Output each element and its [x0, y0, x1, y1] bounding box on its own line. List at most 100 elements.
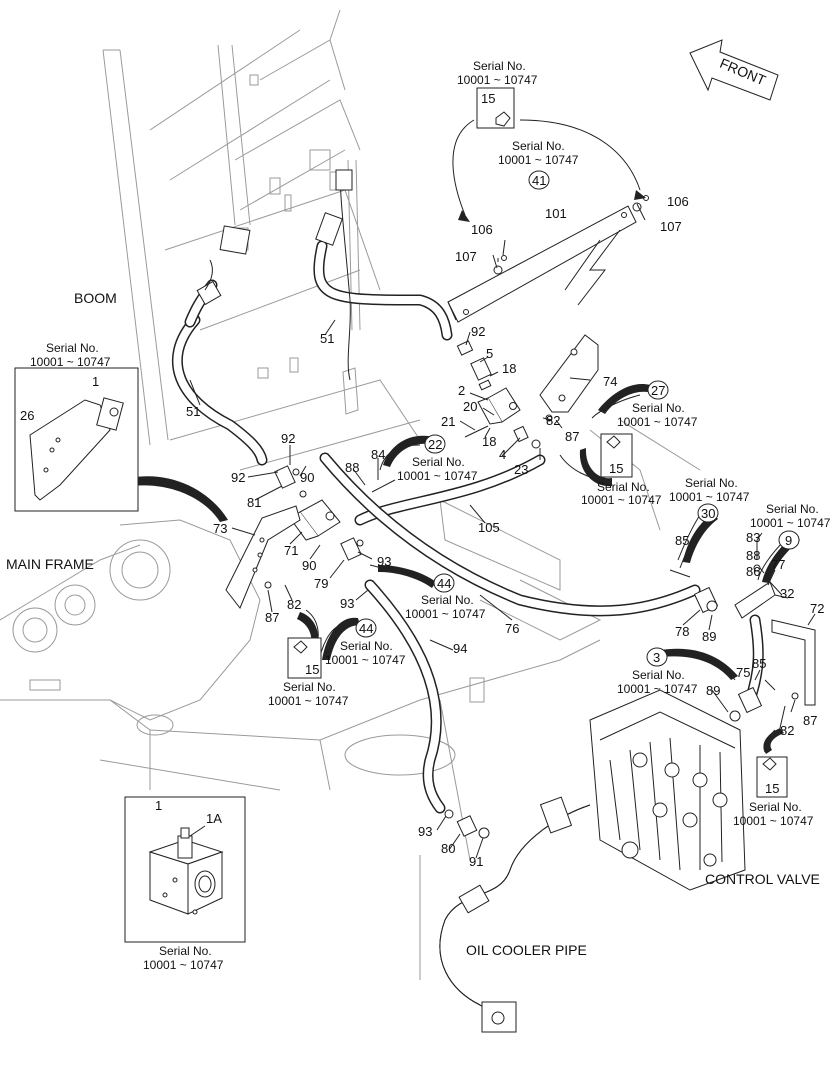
svg-text:82: 82	[287, 597, 301, 612]
svg-text:51: 51	[186, 404, 200, 419]
svg-text:107: 107	[660, 219, 682, 234]
ref-markers	[287, 87, 800, 798]
svg-text:Serial No.: Serial No.	[283, 680, 336, 694]
svg-text:82: 82	[546, 413, 560, 428]
serial-note-s7: Serial No. 10001 ~ 10747 30	[669, 476, 750, 521]
svg-text:10001 ~ 10747: 10001 ~ 10747	[268, 694, 349, 708]
svg-text:2: 2	[458, 383, 465, 398]
svg-text:Serial No.: Serial No.	[632, 401, 685, 415]
svg-text:89: 89	[706, 683, 720, 698]
svg-text:73: 73	[213, 521, 227, 536]
svg-text:87: 87	[565, 429, 579, 444]
svg-text:10001 ~ 10747: 10001 ~ 10747	[733, 814, 814, 828]
svg-text:10001 ~ 10747: 10001 ~ 10747	[669, 490, 750, 504]
svg-text:105: 105	[478, 520, 500, 535]
serial-note-s14: 1 Serial No. 10001 ~ 10747	[143, 798, 224, 972]
svg-text:41: 41	[532, 173, 546, 188]
svg-text:30: 30	[701, 506, 715, 521]
svg-text:87: 87	[265, 610, 279, 625]
svg-text:101: 101	[545, 206, 567, 221]
svg-text:72: 72	[810, 601, 824, 616]
svg-text:32: 32	[780, 586, 794, 601]
bracket-77	[734, 581, 816, 706]
svg-text:92: 92	[231, 470, 245, 485]
svg-text:90: 90	[302, 558, 316, 573]
svg-text:22: 22	[428, 437, 442, 452]
svg-text:80: 80	[441, 841, 455, 856]
svg-text:88: 88	[345, 460, 359, 475]
serial-note-s10: 44 Serial No. 10001 ~ 10747	[325, 621, 406, 667]
svg-text:Serial No.: Serial No.	[512, 139, 565, 153]
svg-text:51: 51	[320, 331, 334, 346]
svg-text:Serial No.: Serial No.	[473, 59, 526, 73]
svg-text:82: 82	[780, 723, 794, 738]
boom-label: BOOM	[74, 290, 117, 306]
svg-text:78: 78	[675, 624, 689, 639]
svg-text:Serial No.: Serial No.	[159, 944, 212, 958]
svg-text:20: 20	[463, 399, 477, 414]
boom-clamp	[196, 212, 343, 306]
svg-text:90: 90	[300, 470, 314, 485]
oil-cooler-pipe-label: OIL COOLER PIPE	[466, 942, 587, 958]
svg-text:92: 92	[281, 431, 295, 446]
svg-text:106: 106	[667, 194, 689, 209]
bracket-101	[447, 205, 637, 323]
wire-harness	[335, 169, 353, 381]
svg-text:21: 21	[441, 414, 455, 429]
control-valve	[589, 689, 746, 891]
part-numbers: 106 107 101 106 107 51 92 5 18 2 74 20 2…	[20, 194, 824, 869]
svg-text:10001 ~ 10747: 10001 ~ 10747	[397, 469, 478, 483]
svg-text:18: 18	[482, 434, 496, 449]
svg-text:107: 107	[455, 249, 477, 264]
svg-text:92: 92	[471, 324, 485, 339]
serial-note-s5: 22 Serial No. 10001 ~ 10747	[397, 437, 478, 483]
svg-text:88: 88	[746, 548, 760, 563]
svg-text:Serial No.: Serial No.	[421, 593, 474, 607]
svg-text:81: 81	[247, 495, 261, 510]
valve-block-2	[477, 387, 521, 425]
serial-note-s2: Serial No. 10001 ~ 10747 41	[498, 139, 579, 188]
svg-text:Serial No.: Serial No.	[340, 639, 393, 653]
svg-text:106: 106	[471, 222, 493, 237]
svg-text:77: 77	[771, 557, 785, 572]
serial-note-s6: 15 Serial No. 10001 ~ 10747	[581, 461, 662, 507]
svg-text:27: 27	[651, 383, 665, 398]
svg-text:10001 ~ 10747: 10001 ~ 10747	[581, 493, 662, 507]
svg-text:Serial No.: Serial No.	[685, 476, 738, 490]
front-arrow: FRONT	[689, 39, 779, 101]
svg-text:Serial No.: Serial No.	[632, 668, 685, 682]
svg-text:93: 93	[418, 824, 432, 839]
svg-text:15: 15	[765, 781, 779, 796]
serial-note-s4: 27 Serial No. 10001 ~ 10747	[617, 383, 698, 429]
svg-text:3: 3	[653, 650, 660, 665]
inset-bracket-1	[14, 367, 139, 512]
serial-note-s1: Serial No. 10001 ~ 10747 15	[457, 59, 538, 106]
svg-text:85: 85	[752, 656, 766, 671]
svg-text:10001 ~ 10747: 10001 ~ 10747	[30, 355, 111, 369]
svg-text:84: 84	[371, 447, 385, 462]
svg-text:93: 93	[340, 596, 354, 611]
svg-text:83: 83	[746, 530, 760, 545]
svg-text:Serial No.: Serial No.	[412, 455, 465, 469]
serial-note-s3: Serial No. 10001 ~ 10747 1	[30, 341, 111, 389]
svg-text:15: 15	[305, 662, 319, 677]
svg-text:15: 15	[481, 91, 495, 106]
svg-text:10001 ~ 10747: 10001 ~ 10747	[325, 653, 406, 667]
svg-text:44: 44	[437, 576, 451, 591]
serial-note-s12: 3 Serial No. 10001 ~ 10747	[617, 650, 698, 696]
bracket-74	[539, 334, 599, 413]
main-frame-label: MAIN FRAME	[6, 556, 94, 572]
serial-note-s13: 15 Serial No. 10001 ~ 10747	[733, 781, 814, 828]
svg-text:86: 86	[746, 564, 760, 579]
svg-text:75: 75	[736, 665, 750, 680]
svg-text:44: 44	[359, 621, 373, 636]
svg-text:10001 ~ 10747: 10001 ~ 10747	[143, 958, 224, 972]
svg-text:23: 23	[514, 462, 528, 477]
svg-text:Serial No.: Serial No.	[749, 800, 802, 814]
bracket-73	[225, 505, 301, 609]
svg-text:1: 1	[155, 798, 162, 813]
svg-text:1: 1	[92, 374, 99, 389]
svg-text:94: 94	[453, 641, 467, 656]
svg-text:5: 5	[486, 346, 493, 361]
